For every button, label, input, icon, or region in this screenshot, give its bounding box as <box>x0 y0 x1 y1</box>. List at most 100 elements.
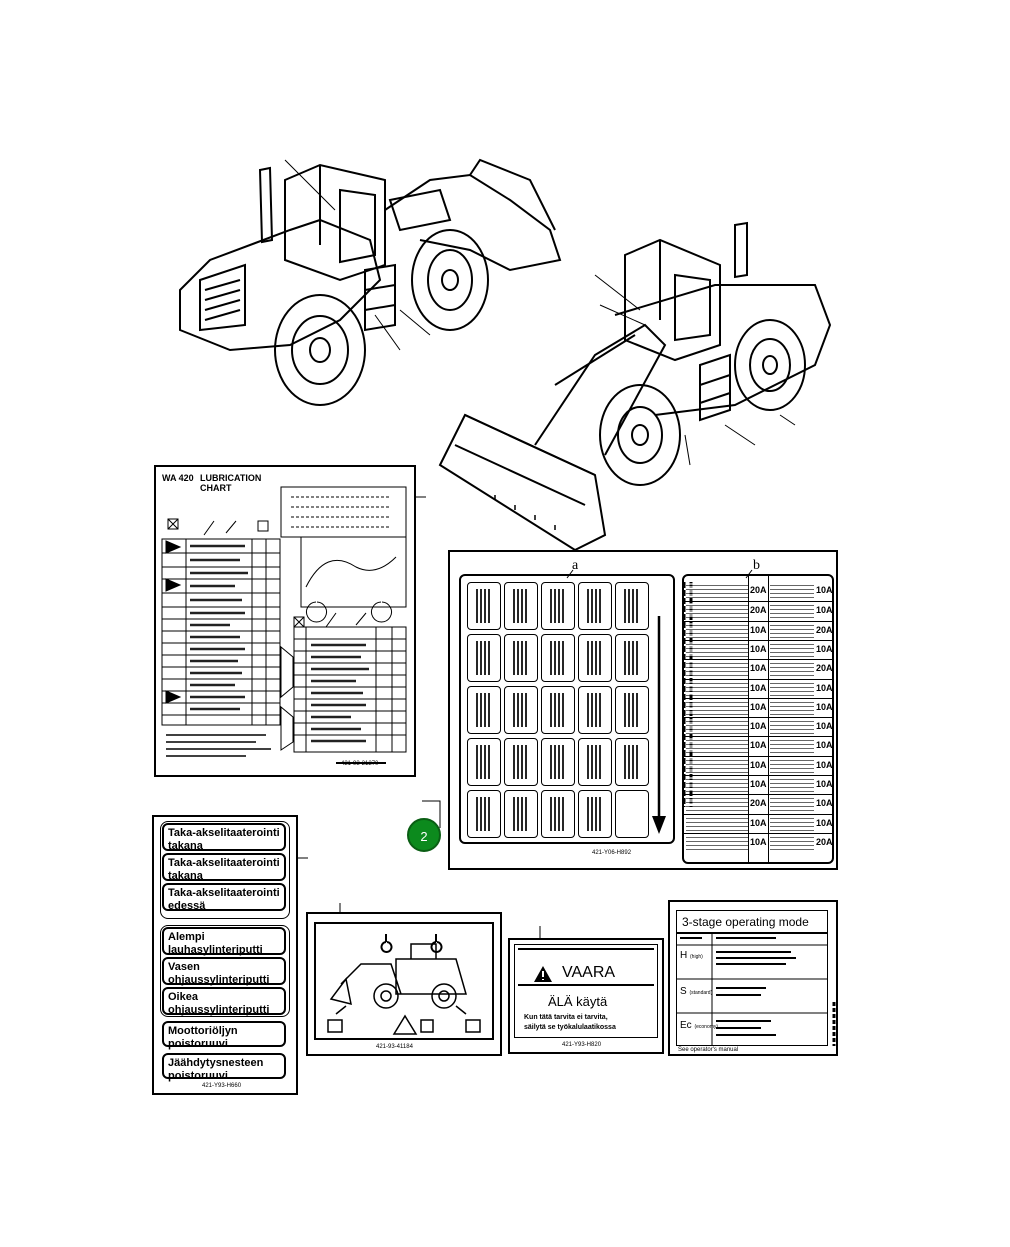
warning-subtitle: ÄLÄ käytä <box>548 994 608 1009</box>
lifting-decal-part-number: 421-93-41184 <box>376 1044 413 1050</box>
lubrication-chart-model: WA 420 <box>162 473 194 483</box>
fuse-amp-right: 10A <box>816 740 833 751</box>
fuse-circuit-name-right <box>770 622 814 638</box>
fuse-circuit-name-left <box>686 699 748 715</box>
fuse-amp-right: 20A <box>816 624 833 635</box>
label-item-3: Taka-akselitaaterointi edessä <box>162 883 286 912</box>
lubrication-chart-part-number: 421-93-21270 <box>341 761 379 767</box>
fuse-amp-right: 10A <box>816 779 833 789</box>
fuse-circuit-name-left <box>686 680 748 696</box>
fuse-circuit-name-right <box>770 757 814 773</box>
mode-ec-key: Ec (economy) <box>680 1020 719 1031</box>
fuse-rating-row: 10A 20A <box>684 620 833 640</box>
fuse-circuit-name-left <box>686 641 748 657</box>
fuse-amp-left: 10A <box>750 779 767 789</box>
fuse-amp-left: 20A <box>750 605 767 616</box>
fuse-block-a <box>459 574 675 844</box>
lubrication-point-labels-decal: Taka-akselitaaterointi takana Taka-aksel… <box>152 815 298 1095</box>
fuse-amp-left: 10A <box>750 682 767 693</box>
label-item-5: Vasen ohjaussylinteriputti <box>162 957 286 986</box>
fuse-panel-label-a: a <box>572 558 579 573</box>
label-item-4: Alempi lauhasylinteriputti <box>162 927 286 956</box>
warning-body-line2: säilytä se työkalulaatikossa <box>524 1024 616 1031</box>
label-item-2: Taka-akselitaaterointi takana <box>162 853 286 882</box>
fuse-rating-row: 10A 10A <box>684 678 833 698</box>
fuse-circuit-name-right <box>770 738 814 754</box>
fuse-amp-right: 10A <box>816 585 833 595</box>
fuse-amp-left: 20A <box>750 798 767 809</box>
lubrication-chart-decal: WA 420 LUBRICATION CHART 421-93-21270 <box>154 465 416 777</box>
fuse-amp-left: 10A <box>750 759 767 770</box>
fuse-circuit-name-left <box>686 815 748 831</box>
fuse-amp-right: 10A <box>816 701 833 712</box>
label-item-6: Oikea ohjaussylinteriputti <box>162 987 286 1016</box>
label-item-1: Taka-akselitaaterointi takana <box>162 823 286 852</box>
label-group-rear-axle <box>160 821 290 919</box>
down-arrow-icon <box>652 616 666 834</box>
callout-number-2[interactable]: 2 <box>407 818 441 852</box>
fuse-panel-label-b: b <box>753 558 760 573</box>
fuse-rating-row: 10A 10A <box>684 755 833 775</box>
fuse-rating-row: 10A 10A <box>684 697 833 717</box>
fuse-circuit-name-right <box>770 815 814 831</box>
fuse-circuit-name-right <box>770 641 814 657</box>
lubrication-chart-title-line2: LUBRICATION <box>200 473 262 483</box>
fuse-amp-left: 10A <box>750 663 767 674</box>
fuse-circuit-name-right <box>770 719 814 735</box>
fuse-rating-row: 20A 10A <box>684 582 833 601</box>
lifting-points-illustration <box>327 934 481 1035</box>
fuse-rating-row: 20A 10A <box>684 601 833 620</box>
fuse-amp-left: 20A <box>750 585 767 595</box>
fuse-amp-right: 20A <box>816 836 833 847</box>
fuse-circuit-name-left <box>686 796 748 812</box>
mode-h-key: H (high) <box>680 950 703 961</box>
fuse-amp-left: 10A <box>750 740 767 751</box>
fuse-amp-left: 10A <box>750 624 767 635</box>
fuse-circuit-name-left <box>686 583 748 598</box>
operating-mode-decal: 3-stage operating mode H (high) S (stand… <box>668 900 838 1056</box>
fuse-circuit-name-left <box>686 719 748 735</box>
wheel-loader-rear-view-illustration <box>179 158 562 406</box>
mode-s-key: S (standard) <box>680 986 713 997</box>
operating-mode-title: 3-stage operating mode <box>682 915 809 929</box>
callout-leader-line <box>422 800 441 828</box>
fuse-circuit-name-left <box>686 738 748 754</box>
fuse-rating-row: 10A 20A <box>684 659 833 678</box>
fuse-rating-row: 10A 10A <box>684 736 833 755</box>
fuse-amp-left: 10A <box>750 701 767 712</box>
fuse-circuit-name-left <box>686 622 748 638</box>
mode-table-lines <box>676 933 828 1045</box>
fuse-circuit-name-right <box>770 699 814 715</box>
fuse-circuit-name-left <box>686 603 748 619</box>
warning-body-line1: Kun tätä tarvita ei tarvita, <box>524 1014 608 1021</box>
fuse-amp-right: 10A <box>816 759 833 770</box>
labels-part-number: 421-Y93-H660 <box>202 1083 242 1089</box>
fuse-amp-right: 10A <box>816 605 833 616</box>
fuse-circuit-name-right <box>770 661 814 677</box>
fuse-circuit-name-right <box>770 603 814 619</box>
mode-decal-side-text <box>832 1002 836 1046</box>
mode-footer: See operator's manual <box>678 1047 739 1053</box>
fuse-amp-left: 10A <box>750 836 767 847</box>
fuse-amp-right: 10A <box>816 682 833 693</box>
label-item-8: Jäähdytysnesteen poistoruuvi <box>162 1053 286 1082</box>
fuse-rating-row: 20A 10A <box>684 794 833 813</box>
fuse-circuit-name-right <box>770 834 814 850</box>
warning-part-number: 421-Y93-H820 <box>562 1042 602 1048</box>
lifting-points-decal: 421-93-41184 <box>306 912 502 1056</box>
fuse-panel-part-number: 421-Y06-H892 <box>592 850 632 856</box>
fuse-amp-right: 10A <box>816 643 833 654</box>
fuse-amp-right: 20A <box>816 663 833 674</box>
fuse-amp-right: 10A <box>816 798 833 809</box>
fuse-rating-row: 10A 20A <box>684 832 833 852</box>
fuse-circuit-name-left <box>686 757 748 773</box>
fuse-circuit-name-right <box>770 777 814 792</box>
fuse-amp-right: 10A <box>816 817 833 828</box>
fuse-rating-row: 10A 10A <box>684 775 833 794</box>
lubrication-chart-schematic <box>161 486 407 764</box>
